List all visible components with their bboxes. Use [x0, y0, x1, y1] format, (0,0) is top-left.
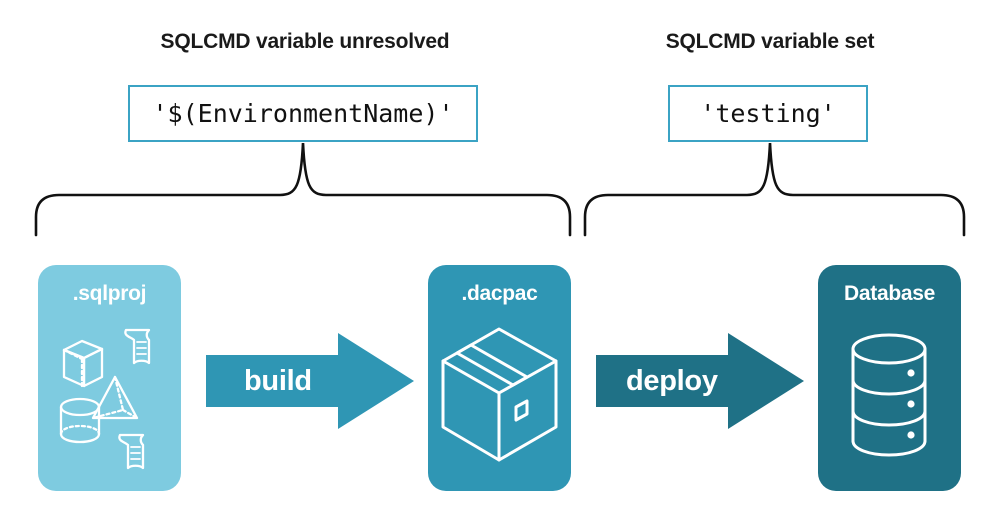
database-cylinder-icon	[851, 333, 927, 457]
build-arrow-shape	[206, 333, 414, 429]
card-title-database: Database	[844, 282, 935, 305]
right-brace-icon	[583, 142, 966, 237]
sqlcmd-variable-unresolved-box: '$(EnvironmentName)'	[128, 85, 478, 142]
cylinder-icon	[59, 397, 101, 444]
package-box-icon	[441, 327, 558, 462]
scroll-icon	[124, 328, 151, 365]
build-arrow: build	[206, 333, 414, 429]
artifact-card-dacpac: .dacpac	[428, 265, 571, 491]
section-heading-right: SQLCMD variable set	[665, 30, 875, 53]
left-brace-icon	[34, 142, 572, 237]
sqlproj-artwork	[59, 328, 151, 470]
scroll-icon	[118, 433, 145, 470]
deploy-arrow: deploy	[596, 333, 804, 429]
sqlcmd-variable-unresolved-value: '$(EnvironmentName)'	[152, 98, 454, 128]
database-status-dots	[907, 369, 915, 439]
artifact-card-database: Database	[818, 265, 961, 491]
artifact-card-sqlproj: .sqlproj	[38, 265, 181, 491]
sqlcmd-variable-set-box: 'testing'	[668, 85, 868, 142]
sqlcmd-variable-set-value: 'testing'	[700, 98, 836, 128]
pyramid-icon	[91, 375, 139, 420]
section-heading-left: SQLCMD variable unresolved	[160, 30, 450, 53]
brace-connectors	[34, 142, 966, 237]
cube-icon	[62, 339, 104, 388]
deploy-arrow-shape	[596, 333, 804, 429]
card-title-dacpac: .dacpac	[461, 282, 538, 305]
database-artwork	[851, 333, 927, 457]
card-title-sqlproj: .sqlproj	[72, 282, 147, 305]
dacpac-artwork	[441, 327, 558, 462]
